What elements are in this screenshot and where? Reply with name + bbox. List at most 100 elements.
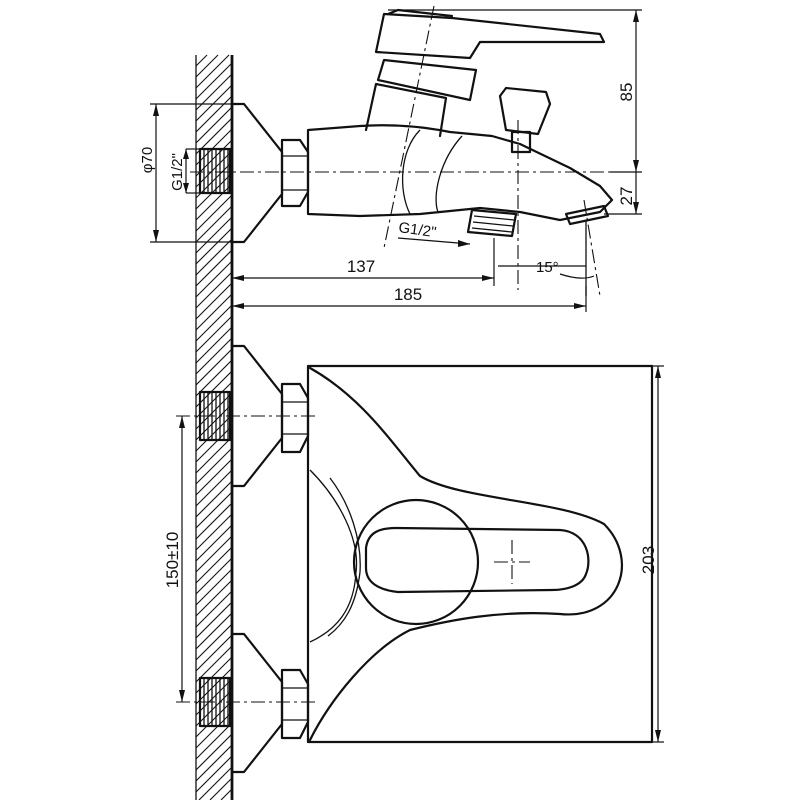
wall-hatch-line	[195, 590, 233, 628]
wall-hatch-line	[195, 579, 233, 617]
wall-hatch-line	[195, 337, 233, 375]
wall-hatch-line	[195, 249, 233, 287]
dimension-spout-angle: 15°	[498, 259, 595, 279]
dim-27-label: 27	[617, 187, 636, 206]
wall-hatch-line	[195, 304, 233, 342]
wall-hatch-line	[195, 227, 233, 265]
wall-hatch-line	[195, 645, 233, 683]
wall-hatch-line	[195, 95, 233, 133]
hex-nut-upper	[280, 382, 310, 454]
wall-hatch-line	[195, 469, 233, 507]
dimension-depth-total: 185	[231, 242, 587, 312]
wall-hatch-line	[195, 392, 233, 430]
wall-hatch-line	[195, 425, 233, 463]
nipple-thread	[203, 149, 229, 193]
wall-hatch-line	[195, 623, 233, 661]
dim-85-label: 85	[617, 83, 636, 102]
wall-hatch-line	[195, 54, 208, 67]
lever-handle-front	[364, 526, 590, 594]
wall-hatch-line	[195, 480, 233, 518]
cartridge-housing	[364, 82, 448, 138]
axis-cartridge	[383, 5, 435, 249]
rosette-lower	[230, 632, 284, 774]
wall-hatch-line	[195, 722, 233, 760]
diverter-stem	[510, 130, 532, 154]
wall-hatch-line	[195, 513, 233, 551]
wall-hatch-line	[195, 106, 233, 144]
body-internal-curve	[401, 129, 421, 215]
wall-hatch-line	[195, 667, 233, 705]
wall-hatch-line	[195, 150, 233, 188]
outlet-thread	[471, 215, 515, 233]
body-contour	[308, 366, 623, 742]
wall-hatch-line	[195, 733, 233, 771]
wall-hatch-line	[195, 315, 233, 353]
outlet-connector	[466, 208, 518, 238]
wall-hatch-line	[195, 568, 233, 606]
wall-hatch-line	[195, 348, 233, 386]
wall-hatch-line	[195, 216, 233, 254]
dimension-thread-outlet: G1/2"	[397, 219, 471, 247]
thread-outlet-label: G1/2"	[397, 219, 437, 241]
wall-hatch-line	[195, 238, 233, 276]
wall-hatch-line	[195, 293, 233, 331]
dimension-depth-inlet: 137	[232, 238, 495, 286]
front-view	[176, 344, 654, 774]
body-inner-contour-left	[309, 469, 358, 643]
wall-hatch-line	[195, 62, 233, 100]
dimension-spout-offset: 27	[604, 172, 642, 215]
wall-hatch-line	[195, 359, 233, 397]
wall-hatch-line	[195, 755, 233, 793]
wall-hatch-line	[195, 491, 233, 529]
wall-hatch-line	[195, 678, 233, 716]
dim-203-label: 203	[639, 546, 658, 574]
wall-hatch-line	[195, 414, 233, 452]
wall-hatch-line	[195, 271, 233, 309]
hex-nut	[280, 138, 310, 208]
wall-hatch-line	[195, 656, 233, 694]
wall-hatch-line	[195, 260, 233, 298]
body-internal-curve	[435, 135, 463, 213]
wall-hatch-line	[195, 139, 233, 177]
wall-hatch-line	[195, 381, 233, 419]
wall-hatch-line	[195, 634, 233, 672]
wall-hatch-line	[195, 711, 233, 749]
body-inner-contour-left-2	[327, 477, 361, 637]
wall-hatch-line	[195, 447, 233, 485]
dimension-height-top: 85	[388, 9, 642, 173]
angle-label: 15°	[536, 259, 559, 276]
wall-hatch-line	[195, 370, 233, 408]
wall-hatch-line	[195, 458, 233, 496]
wall-hatch-line	[209, 777, 233, 800]
hex-nut-lower	[280, 668, 310, 740]
wall-hatch-line	[195, 194, 233, 232]
dimension-diameter: φ70	[139, 103, 244, 243]
dimension-thread-wall: G1/2"	[169, 148, 200, 194]
wall-hatch	[195, 54, 233, 800]
wall-hatch-line	[195, 436, 233, 474]
wall-hatch-line	[195, 612, 233, 650]
wall-hatch-line	[195, 282, 233, 320]
wall-hatch-line	[195, 689, 233, 727]
wall-hatch-line	[220, 788, 233, 800]
mixer-body-side	[306, 124, 614, 222]
wall-hatch-line	[195, 524, 233, 562]
wall-hatch-line	[195, 601, 233, 639]
dim-diameter-label: φ70	[139, 147, 156, 173]
wall-hatch-line	[195, 326, 233, 364]
wall-hatch-line	[195, 403, 233, 441]
dim-spacing-label: 150±10	[163, 532, 182, 589]
handle-boss	[352, 498, 480, 626]
dimension-body-height: 203	[639, 365, 664, 743]
wall-hatch-line	[195, 502, 233, 540]
axis-spout	[583, 199, 601, 297]
wall-hatch-line	[195, 700, 233, 738]
wall-hatch-line	[195, 744, 233, 782]
aerator	[564, 204, 610, 226]
mixer-body-front	[306, 364, 654, 744]
side-view	[190, 5, 640, 297]
wall-hatch-line	[195, 172, 233, 210]
wall-hatch-line	[195, 205, 233, 243]
wall-nipple	[198, 147, 232, 195]
